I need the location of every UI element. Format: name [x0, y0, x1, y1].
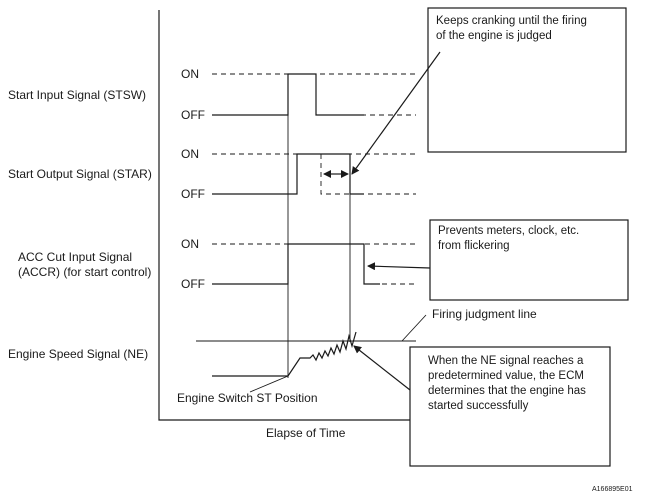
star-off-label: OFF [181, 187, 205, 201]
time-axis-label: Elapse of Time [266, 426, 346, 440]
cranking-note-box [427, 7, 627, 153]
switch-st-leader [249, 375, 289, 393]
accr-off-label: OFF [181, 277, 205, 291]
star-on-label: ON [181, 147, 199, 161]
ecm-note-box [409, 346, 611, 467]
cranking-note-line2: of the engine is judged [436, 30, 552, 42]
stsw-on-label: ON [181, 67, 199, 81]
ne-label: Engine Speed Signal (NE) [8, 347, 148, 361]
ecm-note-line3: determines that the engine has [428, 385, 586, 397]
accr-label-line1: ACC Cut Input Signal [18, 250, 132, 264]
firing-judgment-label: Firing judgment line [432, 307, 537, 321]
switch-st-label: Engine Switch ST Position [177, 391, 318, 405]
ecm-note-line2: predetermined value, the ECM [428, 370, 584, 382]
flicker-note-line1: Prevents meters, clock, etc. [438, 225, 579, 237]
star-label: Start Output Signal (STAR) [8, 167, 152, 181]
firing-line-leader [401, 314, 427, 342]
stsw-off-label: OFF [181, 108, 205, 122]
ecm-arrow [353, 345, 411, 391]
accr-on-label: ON [181, 237, 199, 251]
ne-waveform [212, 331, 357, 377]
stsw-label: Start Input Signal (STSW) [8, 88, 146, 102]
flicker-arrow [367, 262, 431, 271]
star-extension-dashed [320, 154, 350, 195]
stsw-waveform [212, 73, 364, 116]
flicker-note-box [429, 219, 629, 301]
time-axis [158, 10, 432, 421]
accr-waveform [212, 243, 380, 285]
star-waveform [212, 153, 364, 195]
cranking-note-line1: Keeps cranking until the firing [436, 15, 587, 27]
ecm-note-line4: started successfully [428, 400, 529, 412]
accr-label-line2: (ACCR) (for start control) [18, 265, 151, 279]
cranking-arrow [351, 51, 441, 175]
flicker-note-line2: from flickering [438, 240, 510, 252]
figure-id: A166895E01 [592, 486, 633, 493]
ecm-note-line1: When the NE signal reaches a [428, 355, 584, 367]
